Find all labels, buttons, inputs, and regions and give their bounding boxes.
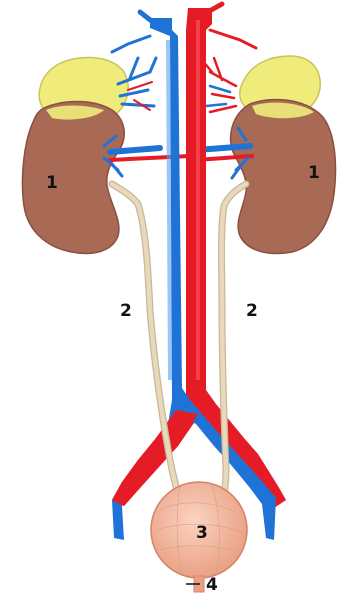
label-left-kidney: 1 xyxy=(46,173,58,193)
label-right-ureter: 2 xyxy=(246,301,258,321)
label-urethra: 4 xyxy=(206,575,218,595)
label-left-ureter: 2 xyxy=(120,301,132,321)
label-right-kidney: 1 xyxy=(308,163,320,183)
label-bladder: 3 xyxy=(196,523,208,543)
left-kidney xyxy=(22,102,124,254)
